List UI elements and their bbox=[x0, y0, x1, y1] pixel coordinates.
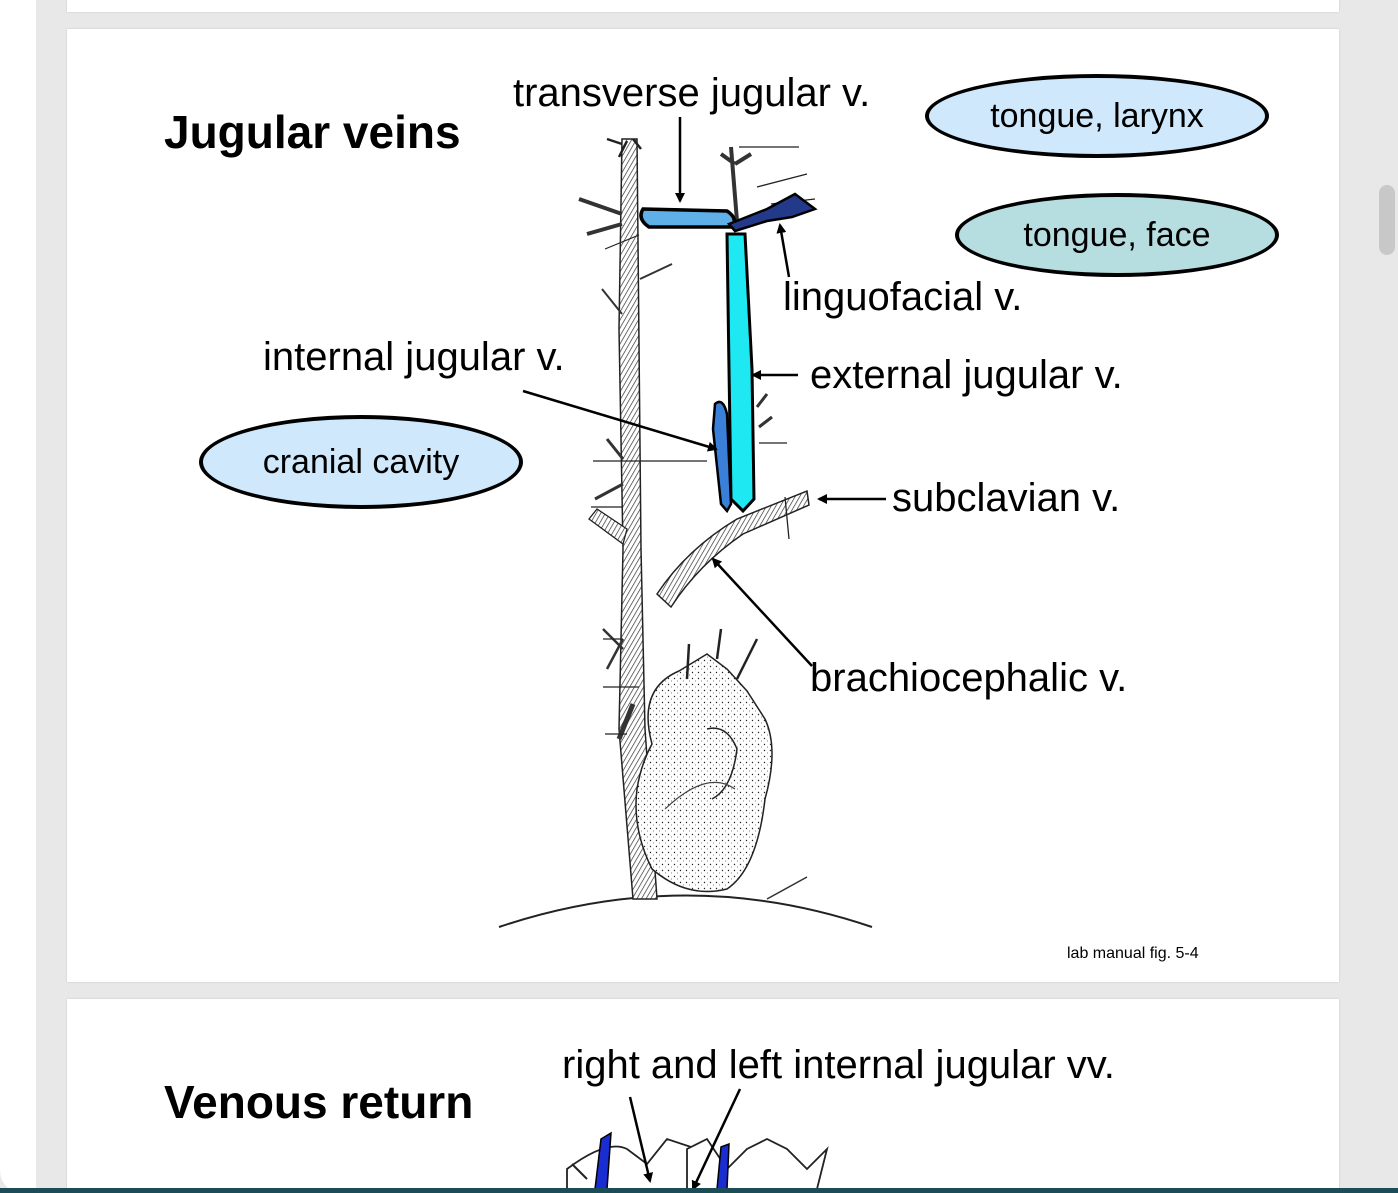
slide-title: Venous return bbox=[164, 1076, 474, 1128]
slide-venous-return[interactable]: Venous return right and left internal ju… bbox=[67, 999, 1339, 1193]
arrow-linguofacial bbox=[776, 223, 791, 278]
label-brachiocephalic: brachiocephalic v. bbox=[810, 656, 1128, 700]
label-internal-jugular-vv: right and left internal jugular vv. bbox=[562, 1043, 1115, 1087]
heart bbox=[635, 653, 773, 893]
label-linguofacial: linguofacial v. bbox=[783, 275, 1023, 319]
oval-tongue-larynx: tongue, larynx bbox=[925, 74, 1269, 158]
figure-citation: lab manual fig. 5-4 bbox=[1067, 945, 1199, 962]
oval-cranial-cavity: cranial cavity bbox=[199, 415, 523, 509]
internal-jugular-vein bbox=[711, 400, 733, 514]
linguofacial-vein bbox=[726, 192, 818, 233]
label-internal-jugular: internal jugular v. bbox=[260, 333, 565, 385]
body-outline bbox=[498, 894, 873, 928]
label-transverse-jugular: transverse jugular v. bbox=[513, 71, 871, 115]
label-subclavian: subclavian v. bbox=[892, 476, 1121, 520]
arrow-internal bbox=[522, 389, 718, 452]
left-internal-jugular bbox=[716, 1142, 730, 1190]
left-lower-branch bbox=[588, 508, 628, 546]
transverse-jugular-vein bbox=[639, 207, 736, 229]
venous-return-diagram bbox=[566, 1088, 829, 1191]
slide-title: Jugular veins bbox=[164, 106, 461, 158]
arrow-right-ij bbox=[628, 1096, 654, 1183]
scrollbar-thumb[interactable] bbox=[1379, 185, 1395, 255]
bottom-bar bbox=[0, 1188, 1398, 1193]
arrow-brachiocephalic bbox=[711, 557, 813, 667]
leader-line bbox=[766, 876, 808, 900]
slide-jugular-veins[interactable]: Jugular veins bbox=[67, 29, 1339, 982]
brachiocephalic-vein bbox=[656, 489, 810, 609]
arrow-left-ij bbox=[691, 1088, 742, 1191]
previous-slide[interactable] bbox=[67, 0, 1339, 12]
oval-tongue-face: tongue, face bbox=[955, 193, 1279, 277]
external-jugular-vein bbox=[725, 232, 756, 514]
jugular-diagram bbox=[498, 117, 886, 928]
viewer-edge bbox=[0, 0, 36, 1193]
label-external-jugular: external jugular v. bbox=[810, 353, 1123, 397]
